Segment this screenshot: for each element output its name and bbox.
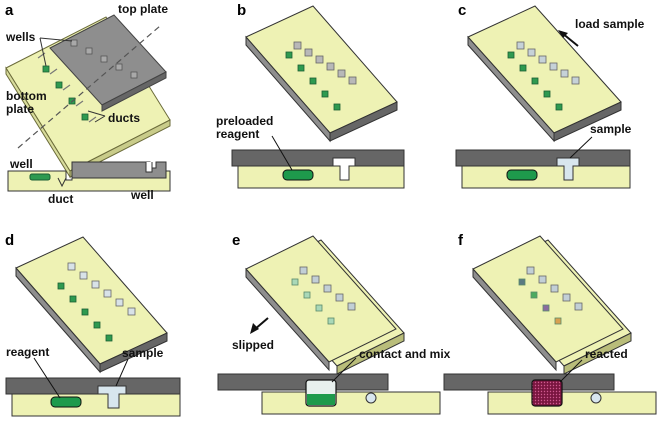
green-wells-c [507, 51, 563, 111]
slipped-label: slipped [232, 338, 274, 352]
panel-letter-d: d [5, 232, 14, 249]
top-plate-label: top plate [118, 2, 168, 16]
panel-c: c load sample sample [455, 2, 645, 189]
wells-f [526, 266, 583, 311]
gray-wells-d [67, 262, 136, 316]
top-plate-3d [49, 14, 167, 112]
well-label-right: well [130, 188, 154, 202]
section-cut-line [17, 25, 161, 149]
gray-wells-b [293, 41, 357, 85]
contact-and-mix-label: contact and mix [359, 347, 451, 361]
panel-letter-b: b [237, 2, 246, 19]
panel-letter-e: e [232, 232, 240, 249]
duct-label: duct [48, 192, 73, 206]
reacted-label: reacted [585, 347, 628, 361]
wells-label: wells [5, 30, 36, 44]
reagent-label: reagent [6, 345, 49, 359]
green-wells-d [57, 282, 113, 342]
load-arrow-icon [558, 30, 579, 47]
panel-letter-f: f [458, 232, 464, 249]
top-wells [70, 39, 138, 79]
panel-letter-c: c [458, 2, 466, 19]
sample-label-d: sample [122, 346, 164, 360]
panel-letter-a: a [5, 2, 14, 19]
teal-wells-e [291, 278, 335, 325]
panel-e: e slipped contact and mix [217, 232, 451, 415]
ducts-label: ducts [108, 111, 140, 125]
panel-d: d reagent sample [5, 232, 181, 417]
panel-f: f reacted [443, 232, 657, 415]
slipped-arrow-icon [250, 317, 269, 334]
load-sample-label: load sample [575, 17, 645, 31]
gray-wells-c [516, 41, 580, 85]
leader-lines [39, 37, 106, 123]
panel-a: a [5, 2, 171, 206]
reacted-wells-f [518, 278, 562, 325]
sample-label-c: sample [590, 122, 632, 136]
cross-section-a [7, 161, 171, 192]
well-label-left: well [9, 157, 33, 171]
green-wells-b [285, 51, 341, 111]
wells-e [299, 266, 356, 311]
